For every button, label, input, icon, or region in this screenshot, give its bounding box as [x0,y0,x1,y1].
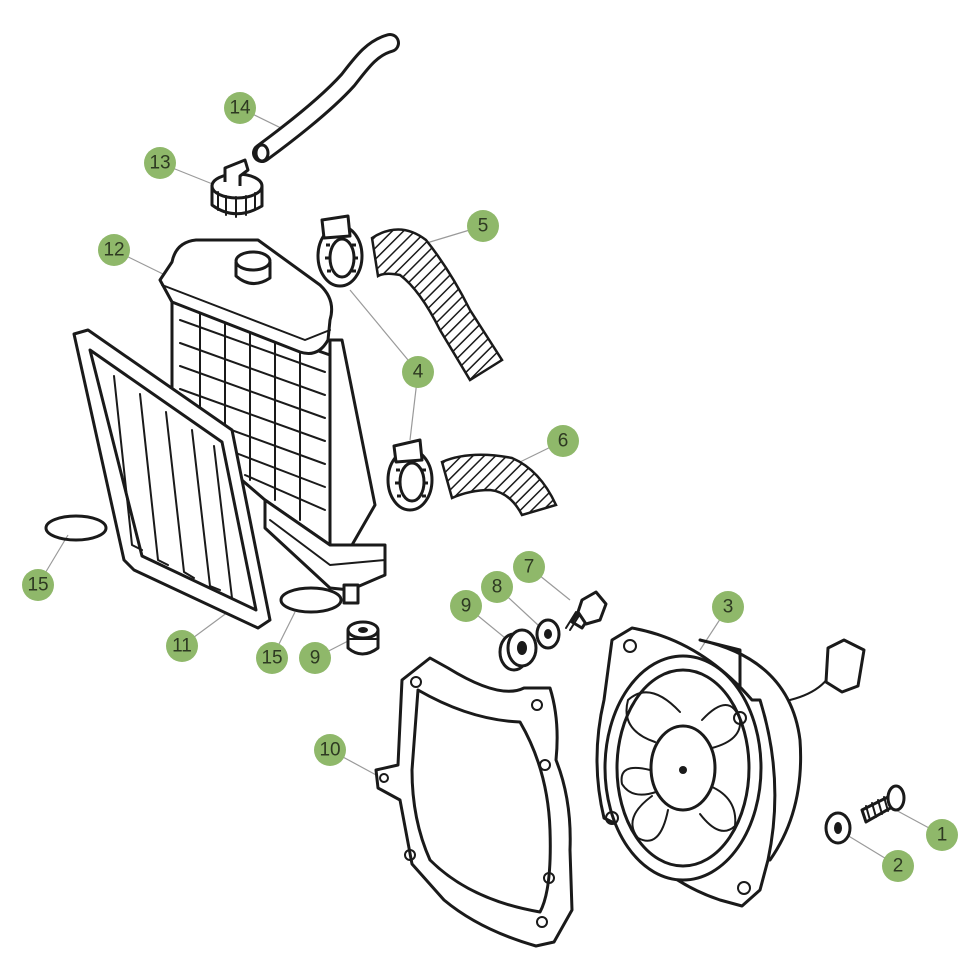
svg-text:15: 15 [27,575,48,596]
callout-badge: 12 [98,234,130,266]
callout-badge: 14 [224,92,256,124]
lower-coolant-hose [440,453,558,517]
callout-badge: 10 [314,734,346,766]
svg-text:4: 4 [413,362,424,383]
svg-text:5: 5 [478,216,489,237]
callout-badge: 3 [712,591,744,623]
o-ring-right [279,586,343,614]
svg-text:9: 9 [310,648,321,669]
callout-badge: 5 [467,210,499,242]
bolt [565,590,608,631]
callout-badge: 13 [144,147,176,179]
callout-badge: 15 [256,642,288,674]
callout-badge: 1 [926,819,958,851]
cooling-fan [595,626,866,908]
callout-badge: 9 [450,590,482,622]
callout-badge: 4 [402,356,434,388]
callout-badge: 15 [22,569,54,601]
grommet-left [346,620,380,656]
grommet-right [498,628,538,672]
hose-clamp-lower [386,438,434,512]
callout-badge: 2 [882,850,914,882]
fan-washer [824,811,852,845]
fan-mounting-bracket [374,656,574,948]
radiator-cap [210,158,264,218]
svg-text:13: 13 [149,153,170,174]
callout-badge: 8 [481,571,513,603]
fan-screw [860,784,906,824]
svg-text:1: 1 [937,825,948,846]
callout-badge: 7 [513,551,545,583]
callout-badges: 1 2 3 4 5 6 7 8 9 9 10 11 12 13 14 15 15 [22,92,958,882]
upper-coolant-hose [370,228,504,382]
radiator-grille [72,328,272,630]
hose-clamp-upper [316,214,364,288]
washer [535,618,561,650]
svg-text:10: 10 [319,740,340,761]
svg-text:3: 3 [723,597,734,618]
svg-text:8: 8 [492,577,503,598]
callout-badge: 6 [547,425,579,457]
callout-badge: 9 [299,642,331,674]
radiator [158,238,387,605]
svg-text:2: 2 [893,856,904,877]
svg-text:9: 9 [461,596,472,617]
overflow-hose [252,33,400,163]
svg-text:15: 15 [261,648,282,669]
svg-text:7: 7 [524,557,535,578]
callout-badge: 11 [166,630,198,662]
svg-text:12: 12 [103,240,124,261]
svg-text:11: 11 [172,636,192,657]
svg-text:14: 14 [229,98,251,119]
svg-text:6: 6 [558,431,569,452]
o-ring-left [44,514,108,542]
